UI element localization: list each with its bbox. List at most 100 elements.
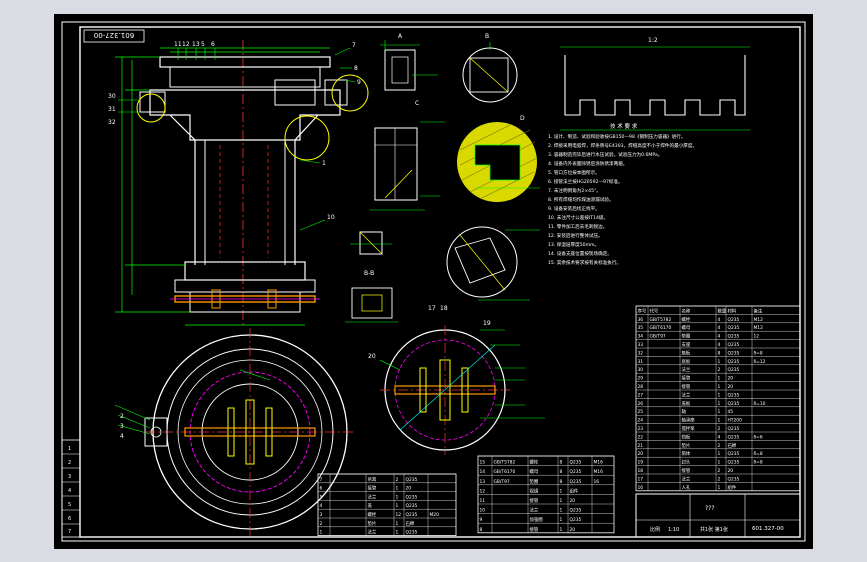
notes-title: 技 术 要 求 — [610, 122, 638, 130]
bom-cell: 28 — [638, 384, 644, 390]
bom-cell: 筒体 — [682, 450, 691, 457]
bom-cell: 筋板 — [682, 349, 691, 356]
bom-cell: 1 — [560, 508, 563, 514]
bom-cell: 垫圈 — [530, 478, 539, 485]
bom-cell: 34 — [638, 334, 644, 340]
part-balloon-labels: 11 12 13 5 6 7 8 9 10 30 31 32 1 — [108, 41, 361, 221]
bom-cell: 石棉 — [406, 520, 415, 527]
bom-cell: 垫片 — [368, 520, 377, 527]
bom-cell: 组件 — [728, 484, 737, 491]
note-line: 7. 未注明倒角为2×45°。 — [548, 187, 601, 194]
bom-cell: 1 — [718, 359, 721, 365]
bom-cell: Q235 — [406, 530, 418, 536]
bom-cell: 2 — [718, 468, 721, 474]
bom-cell: 13 — [480, 479, 486, 485]
bom-cell: 14 — [480, 469, 486, 475]
bom-cell: 2 — [718, 476, 721, 482]
bom-cell: 3 — [320, 512, 323, 518]
bom-cell: 22 — [638, 434, 644, 440]
bom-cell: Q235 — [570, 460, 582, 466]
technical-notes: 技 术 要 求 1. 设计、制造、试验和验收按GB150—98《钢制压力容器》进… — [548, 122, 697, 266]
bom-cell: 8 — [560, 479, 563, 485]
bom-cell: 4 — [718, 317, 721, 323]
detail-view-hatched[interactable]: D — [457, 115, 540, 202]
bom-cell: δ=12 — [754, 359, 766, 365]
bom-cell: Q235 — [728, 325, 740, 331]
plan-view[interactable]: 2 3 4 — [114, 328, 355, 536]
revision-cell: 2 — [68, 460, 71, 466]
bom-cell: 名称 — [682, 307, 691, 314]
bom-cell: 1 — [320, 530, 323, 536]
bom-cell: δ=8 — [754, 460, 763, 466]
code-box-top: 601.327-00 — [83, 29, 145, 43]
bom-cell: 20 — [728, 384, 734, 390]
bom-cell: Q235 — [406, 477, 418, 483]
bom-cell: 接管 — [682, 467, 691, 474]
title-block: ??? 601.327-00 比例 1:10 共1张 第1张 — [635, 493, 801, 538]
main-elevation-view[interactable] — [139, 40, 348, 325]
detail-view-B[interactable]: B — [462, 33, 518, 103]
bom-cell: GB/T6170 — [494, 469, 516, 475]
bom-cell: 1 — [396, 494, 399, 500]
balloon: 4 — [120, 433, 124, 440]
bom-cell: 4 — [718, 334, 721, 340]
bom-cell: Q235 — [728, 434, 740, 440]
bom-cell: 45 — [728, 409, 734, 415]
drawing-code-title: 601.327-00 — [752, 526, 784, 532]
bom-cell: 接管 — [682, 383, 691, 390]
inner-frame — [79, 26, 801, 538]
bom-cell: Q235 — [570, 469, 582, 475]
bom-cell: 螺栓 — [530, 459, 539, 466]
bom-cell: 吊耳 — [368, 477, 377, 483]
bom-cell: 20 — [728, 468, 734, 474]
bom-cell: 4 — [718, 342, 721, 348]
bom-cell: 加强圈 — [530, 516, 544, 523]
bom-cell: 8 — [718, 350, 721, 356]
bom-cell: M16 — [594, 469, 604, 475]
balloon: 12 — [182, 41, 190, 48]
bom-cell: 29 — [638, 376, 644, 382]
detail-view-circle-lower[interactable] — [446, 226, 540, 301]
bom-cell: 盖板 — [682, 400, 691, 407]
bom-cell: 接管 — [530, 497, 539, 504]
bom-cell: 数量 — [718, 307, 727, 314]
bom-cell: 人孔 — [682, 484, 691, 491]
bom-cell: 1 — [560, 488, 563, 494]
bom-cell: 23 — [638, 426, 644, 432]
bom-cell: Q235 — [728, 392, 740, 398]
detail-view-C[interactable]: C — [370, 100, 445, 211]
bom-cell: 垫圈 — [682, 333, 691, 340]
section-view-circle[interactable]: 17 18 19 20 — [368, 305, 545, 455]
serrated-profile-view[interactable]: 1:2 — [560, 37, 750, 131]
balloon: 6 — [211, 41, 215, 48]
bom-cell: 1 — [718, 376, 721, 382]
detail-view-A[interactable]: A — [380, 33, 438, 91]
bom-cell: Q235 — [728, 476, 740, 482]
bom-cell: 12 — [396, 512, 402, 518]
bom-cell: Q235 — [728, 317, 740, 323]
bom-cell: δ=8 — [754, 451, 763, 457]
revision-cell: 6 — [68, 516, 71, 522]
bom-cell: 4 — [718, 325, 721, 331]
revision-cell: 5 — [68, 502, 71, 508]
detail-callout-circles[interactable] — [136, 74, 369, 161]
bom-cell: 8 — [480, 527, 483, 533]
bom-cell: 20 — [570, 527, 576, 533]
bom-cell: 材料 — [728, 307, 737, 314]
bom-cell: 垫片 — [682, 442, 691, 449]
revision-cell: 4 — [68, 488, 71, 494]
bom-cell: M16 — [594, 460, 604, 466]
leader-lines-main — [118, 47, 356, 231]
detail-label-A: A — [398, 33, 403, 40]
bom-cell: 35 — [638, 325, 644, 331]
bom-cell: 轴承座 — [682, 417, 696, 424]
bottom-drive-shaft — [170, 289, 320, 309]
detail-view-small[interactable]: B-B — [345, 231, 398, 323]
detail-label-C: C — [415, 100, 419, 107]
bom-cell: 1 — [396, 486, 399, 492]
